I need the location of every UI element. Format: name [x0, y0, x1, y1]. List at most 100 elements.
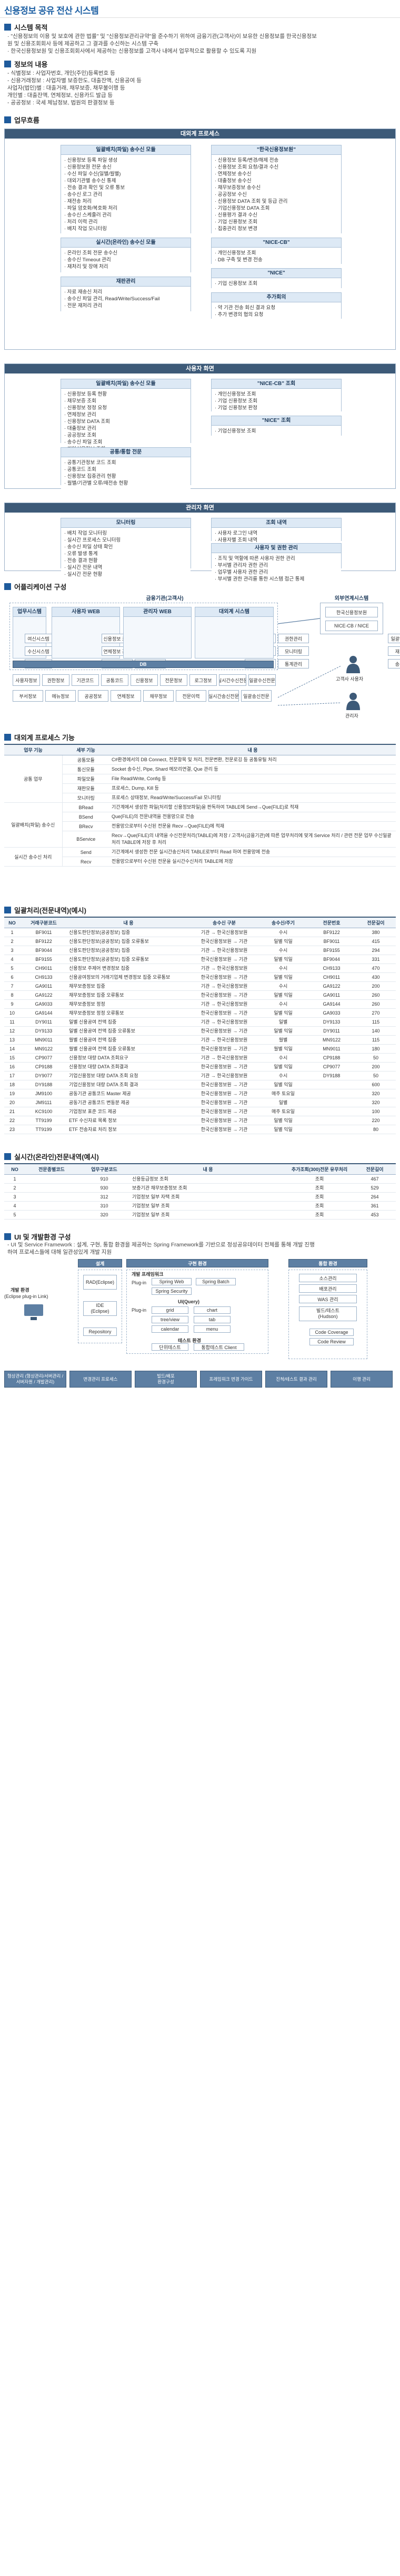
table-cell: 일별 익일 [259, 1008, 307, 1018]
table-cell: ETF 수신자료 목록 정보 [67, 1116, 189, 1125]
list-item: · 채무보증 조회 [64, 398, 96, 404]
table-cell [25, 1201, 78, 1211]
table-cell [25, 1210, 78, 1220]
list-item: · 기업신용정보 DATA 조회 [215, 205, 270, 211]
stage-3: 3 관리자 화면 모니터링 · 배치 작업 모니터링· 실시간 프로세스 모니터… [4, 503, 396, 585]
table-cell: KC9100 [20, 1107, 67, 1116]
table-cell: 13 [4, 1035, 20, 1045]
table-cell: BSend [62, 812, 109, 822]
table-cell: 260 [356, 990, 396, 1000]
table-cell: 17 [4, 1071, 20, 1080]
db-label: DB [13, 661, 274, 668]
table-cell: 수시 [259, 999, 307, 1009]
panel-title: 추가회의 [212, 293, 341, 302]
env-diagram: 설계 구현 환경 통합 환경 개발 환경 (Eclipse plug-in Li… [4, 1259, 396, 1396]
table-cell: 115 [356, 1017, 396, 1027]
panel-title: 사용자 WEB [52, 607, 119, 617]
table-cell: 일별 신용공여 전액 집중 [67, 1017, 189, 1027]
stage-1-reprocess-panel: 재판관리 · 자료 재송신 처리· 송수신 파일 관리, Read/Write/… [61, 277, 191, 311]
panel-list: · 배치 작업 모니터링· 실시간 프로세스 모니터링· 송수신 파일 상태 확… [61, 528, 191, 580]
list-item: · 기업 신용정보 조회 [215, 281, 258, 287]
ui-tree-box: tree/view [152, 1316, 188, 1323]
list-item: · 공통기관정보 코드 조회 [64, 460, 116, 466]
table-cell: File Read/Write, Config 등 [109, 774, 396, 784]
panel-list: · 개인신용정보 조회· 기업 신용정보 조회· 기업 신용정보 판정 [212, 389, 341, 414]
db-table-item: 실시간수신전문 [219, 674, 246, 686]
db-table-item: 실시간송신전문 [208, 690, 239, 702]
table-cell: DY9133 [20, 1026, 67, 1036]
list-item: · 부서별 관리자 권한 관리 [215, 563, 268, 568]
panel-list: · 기업신용정보 조회 [212, 426, 341, 437]
panel-title: 모니터링 [61, 518, 191, 528]
table-cell: 수시 [259, 963, 307, 973]
stage-1-extra-panel: 추가회의 · 약 기관 전송 회신 결과 요청· 추가 변경의 협의 요청 [211, 292, 342, 320]
table-cell: Recv [62, 857, 109, 867]
table-cell: 5 [4, 963, 20, 973]
list-item: · 온라인 조회 전문 송수신 [64, 250, 118, 256]
ide-box: IDE (Eclipse) [83, 1301, 117, 1316]
list-item: · 배치 작업 모니터링 [64, 530, 107, 536]
repository-box: Repository [83, 1328, 117, 1336]
panel-list: · 기업 신용정보 조회 [212, 278, 341, 289]
table-cell: 361 [354, 1201, 396, 1211]
env-deploy-header: 통합 환경 [288, 1259, 367, 1267]
table-cell: 4 [4, 1201, 25, 1211]
section-square-icon [4, 116, 11, 123]
panel-list: · 신용정보 등록/변경/해제 전송· 신용정보 조회 요청/결과 수신· 연체… [212, 155, 341, 234]
list-item: · 오류 발생 통계 [64, 551, 98, 557]
stage-2-title: 사용자 화면 [5, 364, 395, 373]
table-cell: 23 [4, 1125, 20, 1134]
list-item: · 신용정보 등록 파일 생성 [64, 158, 118, 163]
table-cell: 115 [356, 1035, 396, 1045]
list-item: · 약 기관 전송 회신 결과 요청 [215, 305, 276, 311]
ext-system-title: 외부연계시스템 [320, 593, 383, 602]
app-diagram: 금융기관(고객사) 업무시스템 여신시스템수신시스템기타업무시스템 사용자 WE… [4, 592, 400, 723]
group-cell: 일괄배치(파일) 송수신 [4, 802, 63, 848]
section-square-icon [4, 907, 11, 913]
table-cell [307, 1125, 356, 1134]
table-cell: 기관 → 한국신용정보원 [189, 1053, 259, 1063]
table-cell: 529 [354, 1183, 396, 1193]
admin-web-item: 권한관리 [278, 634, 309, 643]
table-cell: 4 [4, 955, 20, 964]
table-cell: TT9199 [20, 1125, 67, 1134]
db-table-item: 신용정보 [131, 674, 158, 686]
list-item: · 공공정보 조회 [64, 432, 96, 438]
env-bottom-item: 빌드/배포 환경구성 [135, 1371, 197, 1388]
list-item: · 파일 암호화/복호화 처리 [64, 205, 118, 211]
table-cell: 프로세스 상태정보, Read/Write/Success/Fail 모니터링 [109, 793, 396, 803]
column-header: 추가조회(300)전문 유무처리 [285, 1163, 354, 1175]
table-cell: 채무보증정보 정정 오류통보 [67, 1008, 189, 1018]
env-bottom-item: 프레임워크 변경 가이드 [200, 1371, 262, 1388]
code-review-box: Code Review [309, 1338, 354, 1345]
table-cell: 기관 → 한국신용정보원 [189, 963, 259, 973]
table-cell: 180 [356, 1044, 396, 1054]
build-box: 빌드/테스트 (Hudson) [299, 1306, 357, 1321]
db-table-item: 전문이력 [176, 690, 206, 702]
env-line: 하여 프로세스들에 대해 일관성있게 개발 지원 [7, 1249, 112, 1255]
table-cell: 기간계에서 생성한 파일(처리할 신용정보파일)을 판독하여 TABLE에 Se… [109, 802, 396, 812]
list-item: · 신용정보 정정 요청 [64, 405, 107, 411]
list-item: · 연체정보 관리 [64, 412, 96, 418]
list-item: · 송수신 스케줄러 관리 [64, 212, 112, 218]
table-cell: BRecv [62, 821, 109, 831]
table-cell: 기업정보 표준 코드 제공 [67, 1107, 189, 1116]
table-cell: 140 [356, 1026, 396, 1036]
table-cell: 320 [356, 1098, 396, 1107]
table-cell: BF9011 [20, 928, 67, 937]
info-line: 개인별 : 대출잔액, 연체정보, 신용카드 발급 등 [7, 92, 113, 99]
table-cell: 2 [4, 937, 20, 946]
table-cell: 월별 신용공여 전액 집중 오류통보 [67, 1044, 189, 1054]
table-cell: BF9011 [307, 937, 356, 946]
table-cell: 전용망으로부터 수신된 전문을 Recv→Que(FILE)에 적재 [109, 821, 396, 831]
table-cell: 3 [4, 1192, 25, 1202]
deploy-item: WAS 관리 [299, 1295, 357, 1303]
panel-title: 관리자 WEB [124, 607, 191, 617]
stage-2-user-panel: 일괄배치(파일) 송수신 모듈 · 신용정보 등록 현황· 채무보증 조회· 신… [61, 379, 191, 482]
